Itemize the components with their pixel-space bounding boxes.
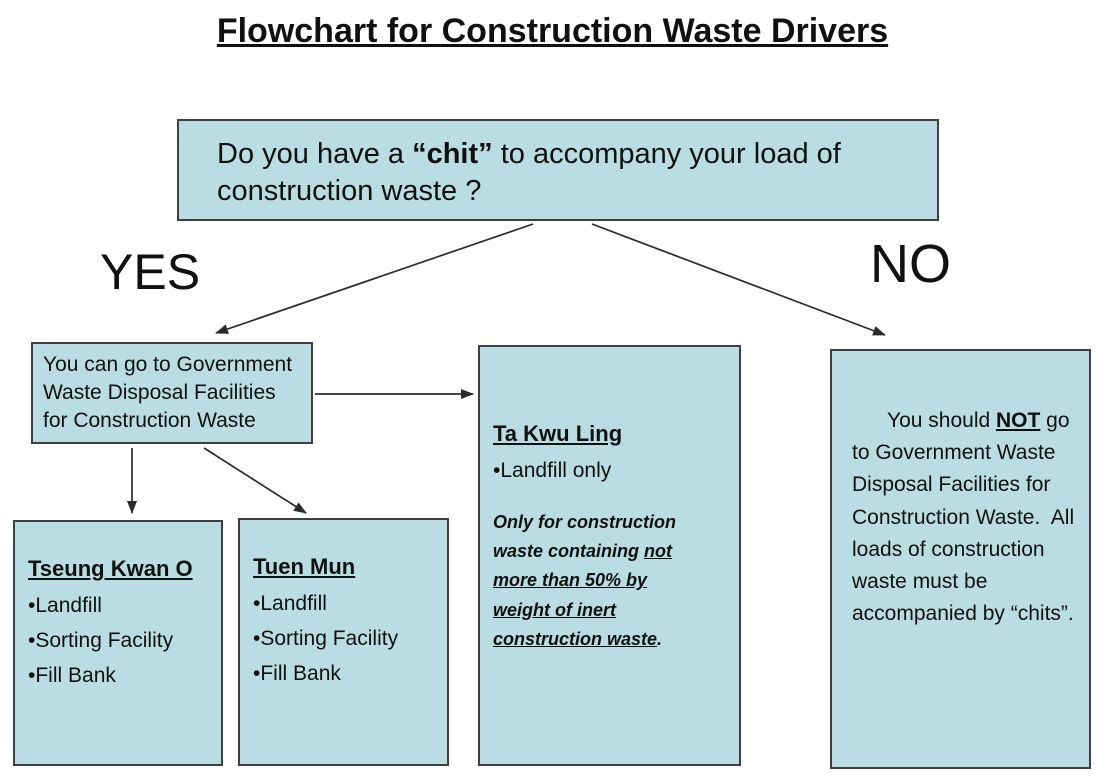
facility-name: Tuen Mun	[253, 554, 356, 579]
bullet-icon: •	[28, 629, 36, 653]
yes-result-box: You can go to Government Waste Disposal …	[31, 342, 313, 444]
no-emphasis: NOT	[996, 409, 1041, 433]
facility-item-label: Landfill only	[500, 459, 612, 482]
bullet-icon: •	[253, 592, 261, 615]
question-emphasis: “chit”	[412, 138, 493, 170]
arrow-to-tuen-mun	[203, 447, 307, 514]
page-title: Flowchart for Construction Waste Drivers	[216, 12, 889, 50]
bullet-icon: •	[28, 594, 36, 617]
arrow-yes-branch	[215, 223, 534, 334]
no-result-text: You should NOT go to Government Waste Di…	[852, 373, 1075, 662]
facility-item: •Fill Bank	[28, 664, 213, 687]
bullet-icon: •	[493, 459, 501, 482]
no-text-post: go to Government Waste Disposal Faciliti…	[852, 409, 1080, 625]
question-text-post: to accompany your load of construction w…	[217, 138, 841, 208]
note-text-underlined: not more than 50% by weight of inert con…	[493, 541, 673, 649]
facility-item-label: Landfill	[35, 594, 102, 617]
no-result-box: You should NOT go to Government Waste Di…	[830, 349, 1091, 769]
no-text-pre: You should	[887, 409, 997, 433]
no-branch-label: NO	[870, 234, 951, 294]
question-text-pre: Do you have a	[217, 138, 413, 170]
facility-item-label: Landfill	[260, 592, 327, 615]
facility-box-tuen-mun: Tuen Mun •Landfill •Sorting Facility •Fi…	[238, 518, 449, 766]
facility-name: Tseung Kwan O	[28, 556, 193, 581]
facility-item-label: Fill Bank	[260, 662, 341, 686]
facility-item: •Fill Bank	[253, 662, 439, 685]
facility-name: Ta Kwu Ling	[493, 421, 623, 446]
ta-kwu-ling-note: Only for construction waste containing n…	[493, 508, 705, 654]
facility-box-ta-kwu-ling: Ta Kwu Ling •Landfill only Only for cons…	[478, 345, 741, 766]
facility-item: •Landfill	[28, 594, 213, 617]
facility-item: •Landfill only	[493, 459, 731, 482]
arrow-no-branch	[591, 223, 886, 336]
facility-item-label: Fill Bank	[35, 664, 116, 688]
bullet-icon: •	[253, 662, 261, 686]
note-text-post: .	[657, 628, 663, 649]
facility-item: •Sorting Facility	[28, 629, 213, 652]
facility-item: •Landfill	[253, 592, 439, 615]
facility-box-tseung-kwan-o: Tseung Kwan O •Landfill •Sorting Facilit…	[13, 520, 223, 766]
facility-item-label: Sorting Facility	[35, 629, 174, 653]
facility-item: •Sorting Facility	[253, 627, 439, 650]
yes-result-text: You can go to Government Waste Disposal …	[43, 353, 293, 432]
note-text-pre: Only for construction waste containing	[493, 512, 677, 562]
bullet-icon: •	[253, 627, 261, 651]
yes-branch-label: YES	[100, 244, 201, 300]
question-box: Do you have a “chit” to accompany your l…	[177, 119, 939, 221]
facility-item-label: Sorting Facility	[260, 627, 399, 651]
bullet-icon: •	[28, 664, 36, 688]
